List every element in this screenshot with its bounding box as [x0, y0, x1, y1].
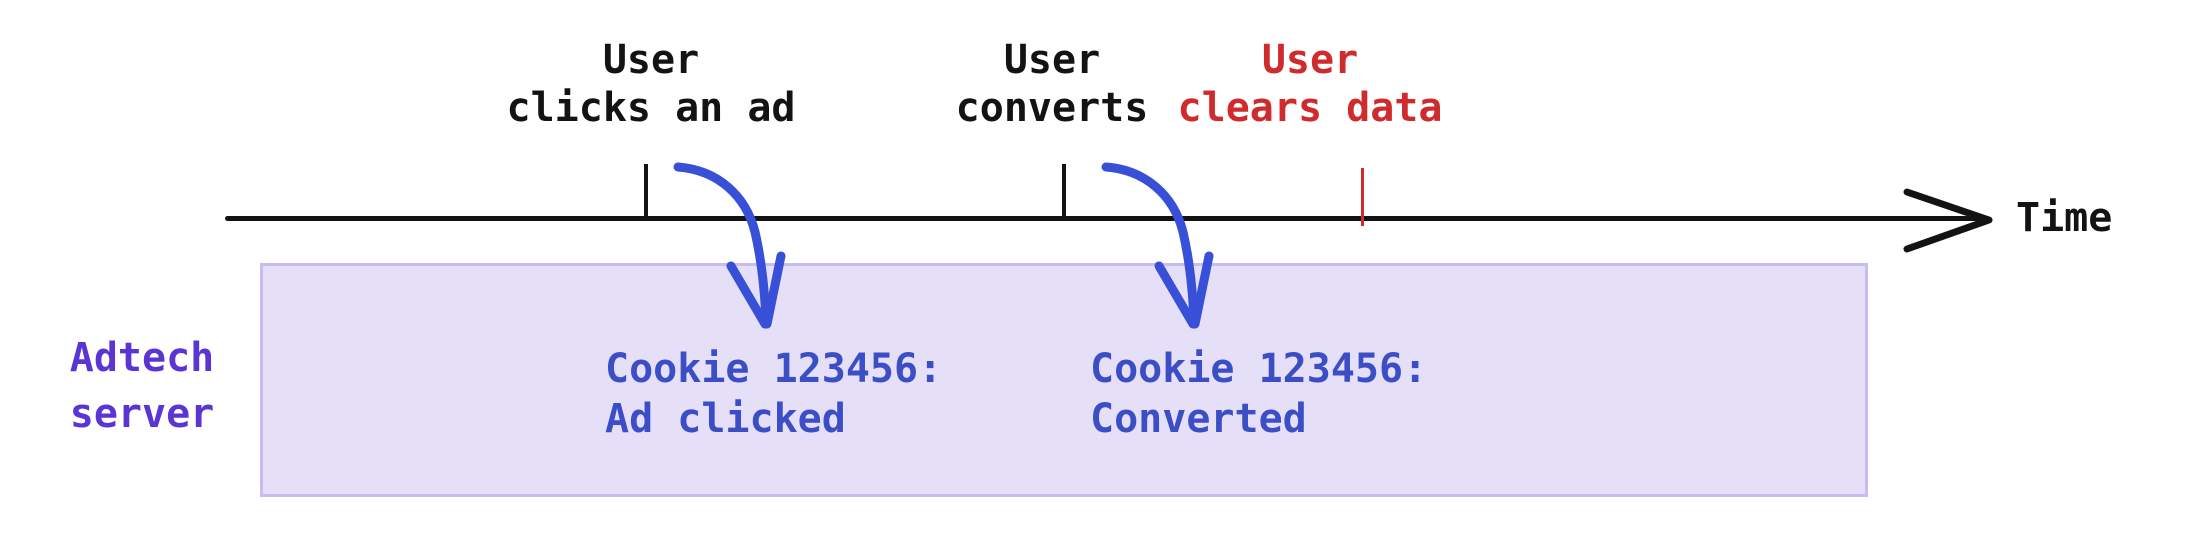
event-label-line1: User: [602, 37, 700, 83]
event-tick-user-clicks-ad: [644, 164, 648, 217]
cookie-record-line1: Cookie 123456:: [1090, 346, 1428, 392]
server-label-line1: Adtech: [69, 335, 215, 381]
event-label-user-clicks-ad: User clicks an ad: [507, 36, 796, 132]
adtech-server-label: Adtech server: [70, 330, 215, 442]
event-tick-user-converts: [1062, 164, 1066, 217]
cookie-record-ad-clicked: Cookie 123456: Ad clicked: [605, 344, 942, 444]
adtech-server-box: [260, 263, 1868, 497]
axis-label-time: Time: [2016, 195, 2113, 241]
cookie-record-line1: Cookie 123456:: [605, 346, 943, 392]
event-label-line2: clicks an ad: [506, 85, 796, 131]
event-label-user-clears-data: User clears data: [1178, 36, 1443, 132]
event-label-user-converts: User converts: [956, 36, 1149, 132]
cookie-record-converted: Cookie 123456: Converted: [1090, 344, 1427, 444]
timeline-axis: [225, 216, 1988, 221]
event-label-line2: converts: [955, 85, 1149, 131]
cookie-record-line2: Ad clicked: [605, 396, 846, 442]
server-label-line2: server: [69, 391, 215, 437]
event-label-line1: User: [1261, 37, 1359, 83]
event-tick-user-clears-data: [1361, 168, 1364, 226]
cookie-record-line2: Converted: [1090, 396, 1307, 442]
event-label-line2: clears data: [1177, 85, 1443, 131]
event-label-line1: User: [1003, 37, 1101, 83]
